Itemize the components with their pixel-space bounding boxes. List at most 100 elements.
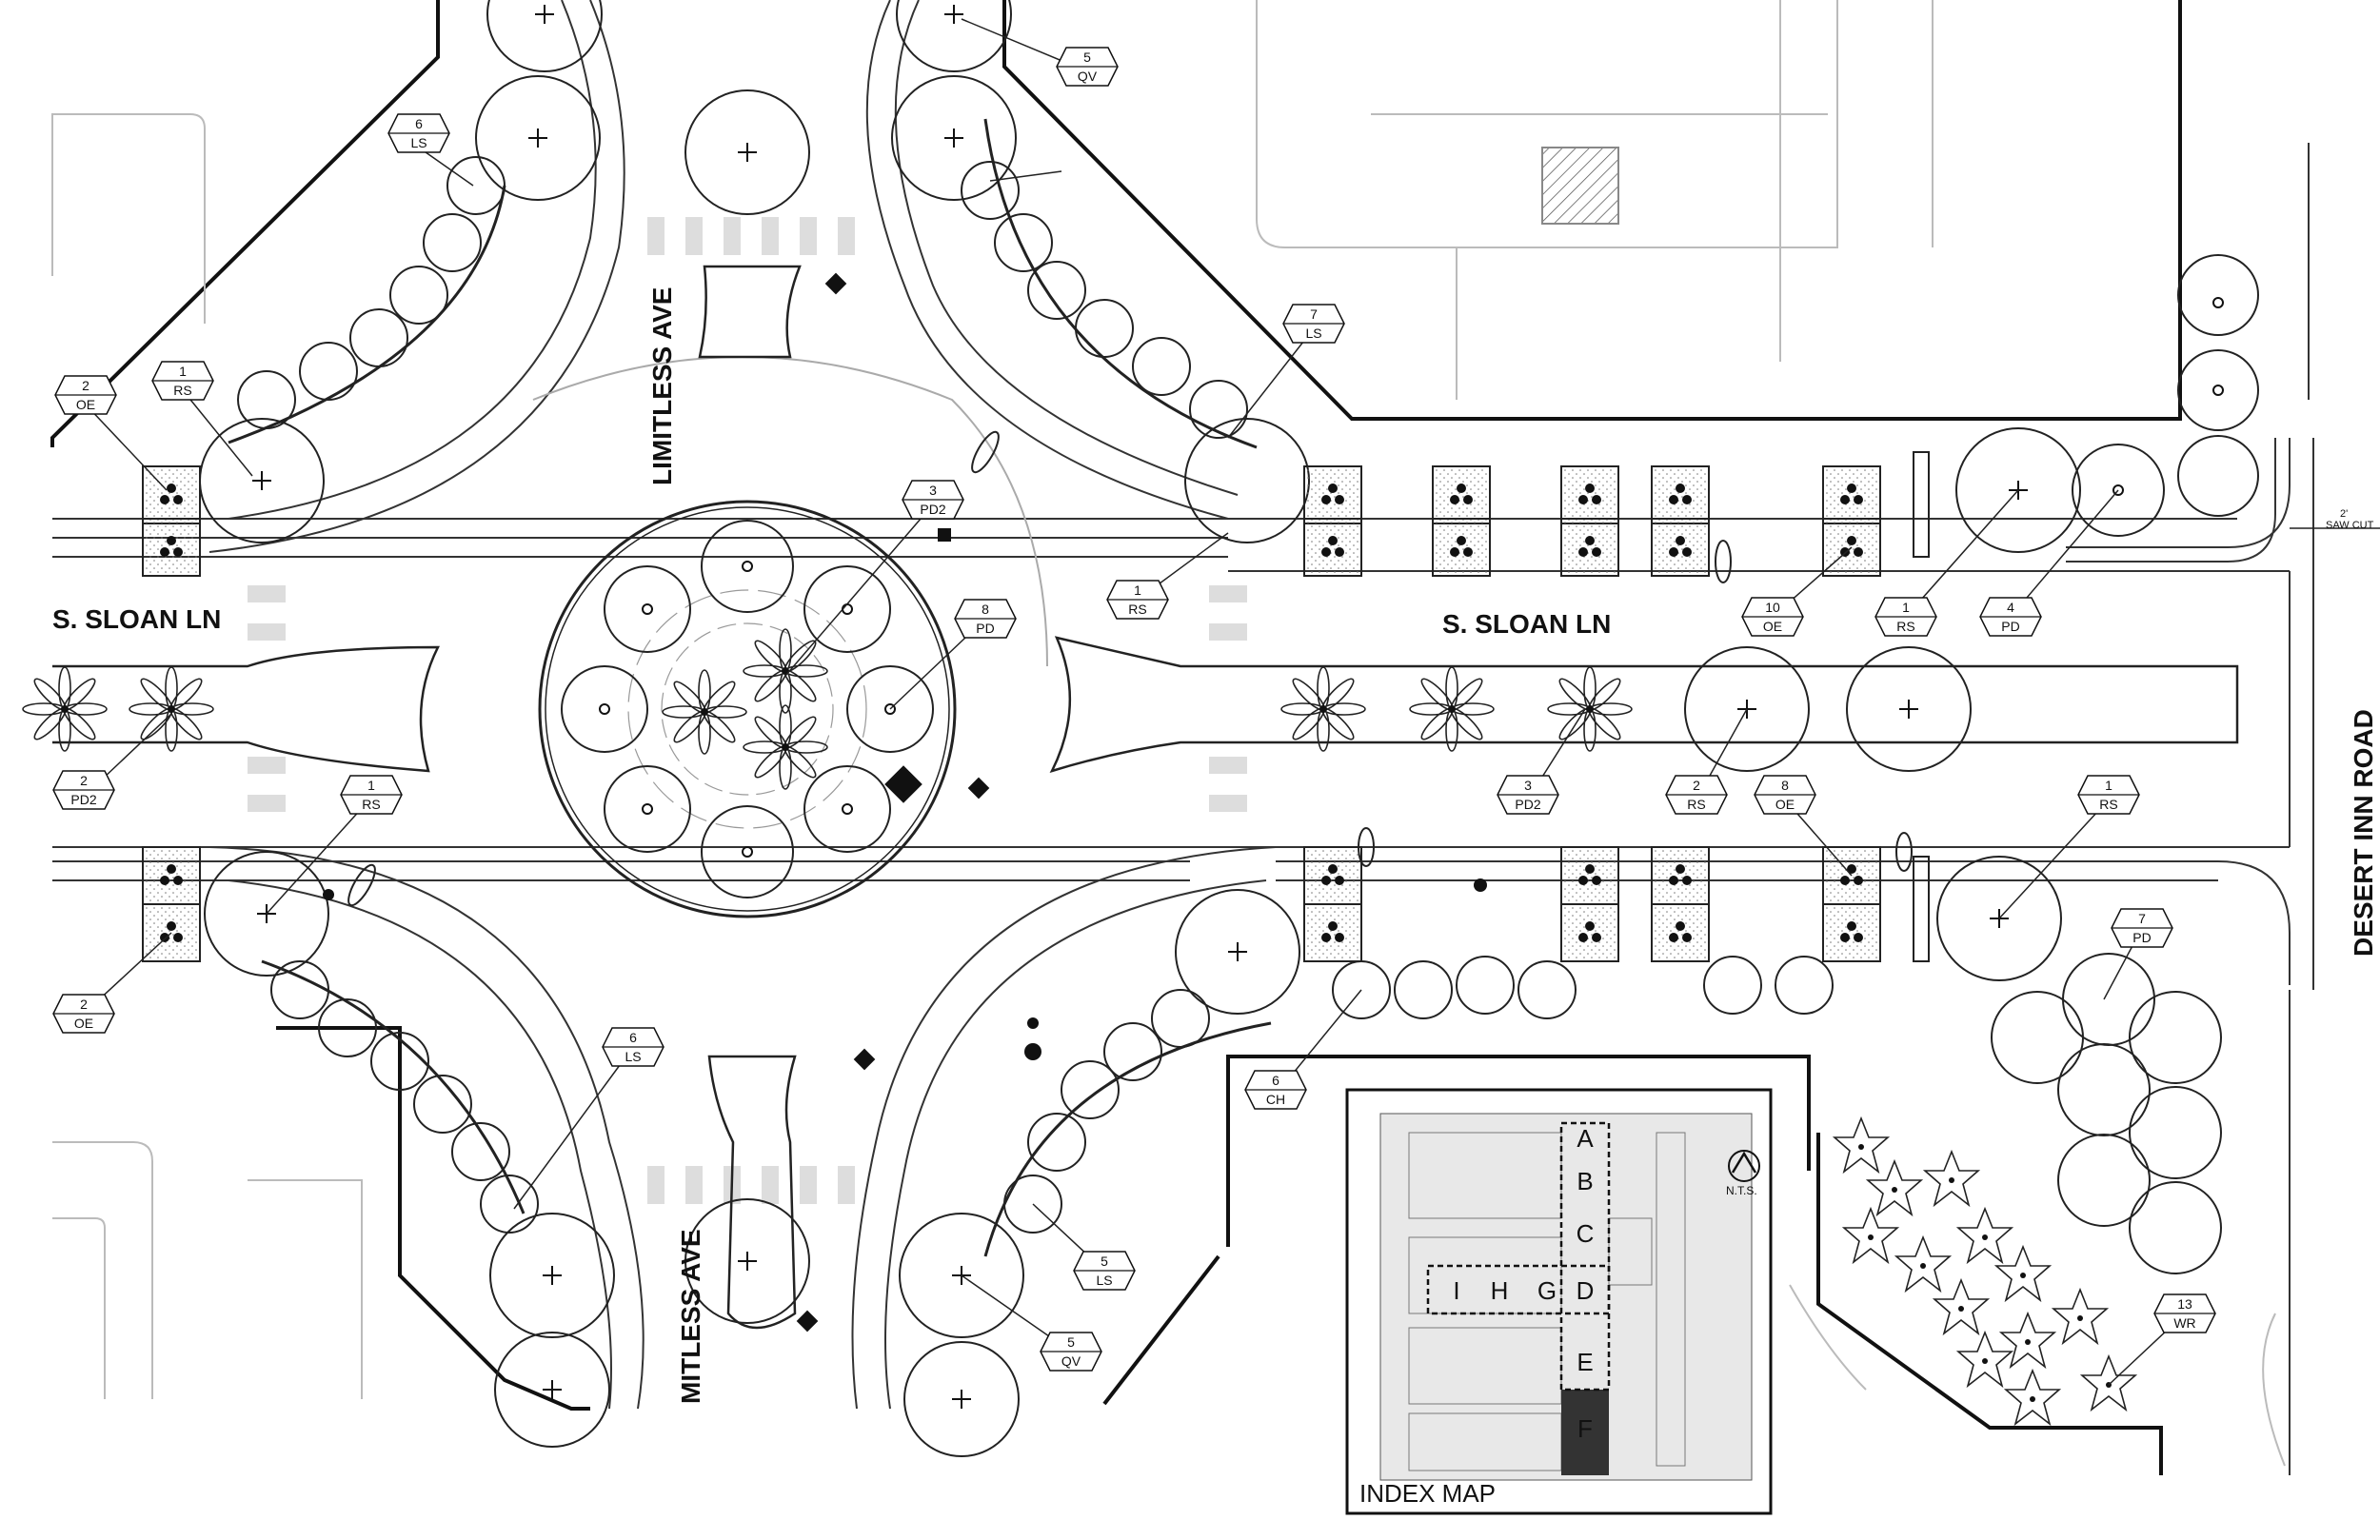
plant-callout: 5QV: [1040, 1332, 1102, 1372]
roundabout-tree-centers: [599, 297, 2224, 858]
callout-species-code: PD2: [70, 792, 96, 807]
plant-callout: 1RS: [151, 361, 214, 401]
index-map-section-label: C: [1577, 1219, 1595, 1248]
light-poles: [347, 430, 1930, 962]
callout-species-code: OE: [1763, 619, 1782, 634]
parcel-outlines: [50, 0, 2182, 1475]
callout-species-code: LS: [625, 1049, 641, 1064]
crosswalks: [248, 217, 1247, 1204]
saw-cut-note: 2' SAW CUT: [2290, 508, 2380, 531]
shrub-arc-circles: [237, 156, 2222, 1274]
site-symbols: [323, 272, 1487, 1333]
callout-quantity: 6: [1272, 1073, 1279, 1088]
callout-species-code: CH: [1266, 1092, 1285, 1107]
callout-species-code: PD: [2001, 619, 2019, 634]
callout-species-code: LS: [1096, 1273, 1112, 1288]
callout-species-code: RS: [1896, 619, 1914, 634]
index-map-scale: N.T.S.: [1726, 1184, 1757, 1197]
street-label-limitless-south: MITLESS AVE: [676, 1229, 705, 1404]
plant-callout: 6LS: [602, 1027, 664, 1067]
plant-callout: 1RS: [340, 775, 403, 815]
callout-quantity: 10: [1765, 600, 1780, 615]
plant-callout: 5LS: [1073, 1251, 1136, 1291]
callout-quantity: 3: [1524, 778, 1532, 793]
callout-species-code: PD2: [920, 502, 945, 517]
street-label-limitless-north: LIMITLESS AVE: [647, 287, 677, 485]
splitter-islands: [52, 265, 2239, 1330]
callout-species-code: OE: [1775, 797, 1795, 812]
callout-quantity: 5: [1083, 49, 1091, 65]
callout-quantity: 5: [1101, 1254, 1108, 1269]
callout-species-code: RS: [2099, 797, 2117, 812]
roundabout-outer-ring: [532, 356, 1048, 667]
plant-callout: 1RS: [1106, 580, 1169, 620]
tree-center-marks: [252, 5, 2028, 1409]
irrigation-lines: [228, 118, 1272, 1257]
callout-quantity: 13: [2177, 1296, 2192, 1312]
index-map-section-label: H: [1491, 1276, 1509, 1305]
plant-callout: 7PD: [2111, 908, 2173, 948]
callout-quantity: 5: [1067, 1334, 1075, 1350]
callout-species-code: LS: [410, 135, 426, 150]
callout-species-code: QV: [1061, 1353, 1081, 1369]
roundabout: [538, 500, 957, 918]
callout-species-code: LS: [1305, 326, 1321, 341]
plant-callout: 2OE: [54, 375, 117, 415]
svg-text:SAW CUT: SAW CUT: [2326, 520, 2374, 531]
plant-callout: 8PD: [954, 599, 1017, 639]
index-map-section-label: I: [1453, 1276, 1459, 1305]
north-arrow-icon: [1728, 1150, 1760, 1182]
callout-quantity: 2: [80, 773, 88, 788]
index-map-section-label: D: [1577, 1276, 1595, 1305]
parking-lines: [51, 0, 2286, 1467]
callout-quantity: 7: [1310, 306, 1318, 322]
index-map-section-label: G: [1537, 1276, 1557, 1305]
index-map-section-label: E: [1577, 1348, 1593, 1376]
plant-callout: 6LS: [387, 113, 450, 153]
svg-text:2': 2': [2340, 508, 2348, 520]
callout-quantity: 1: [179, 364, 187, 379]
callout-quantity: 8: [1781, 778, 1789, 793]
callout-species-code: OE: [74, 1016, 93, 1031]
callout-species-code: PD2: [1515, 797, 1540, 812]
callout-quantity: 1: [367, 778, 375, 793]
plant-callout: 2OE: [52, 994, 115, 1034]
plant-callout: 1RS: [1874, 597, 1937, 637]
plant-callout: 4PD: [1979, 597, 2042, 637]
callout-species-code: RS: [1128, 602, 1146, 617]
callout-species-code: OE: [76, 397, 95, 412]
plant-callout: 8OE: [1754, 775, 1816, 815]
street-label-desert-inn: DESERT INN ROAD: [2349, 709, 2378, 957]
callout-species-code: RS: [173, 383, 191, 398]
callout-species-code: RS: [362, 797, 380, 812]
flowering-shrubs: [1834, 1117, 2136, 1425]
index-map-section-label: A: [1577, 1124, 1594, 1153]
roadway: [52, 0, 2314, 1475]
callout-quantity: 1: [1134, 582, 1141, 598]
callout-quantity: 1: [1902, 600, 1910, 615]
callout-quantity: 3: [929, 483, 937, 498]
index-map-section-label: B: [1577, 1167, 1593, 1195]
plant-callout: 5QV: [1056, 47, 1119, 87]
roundabout-trees: [561, 520, 934, 898]
callout-quantity: 2: [80, 997, 88, 1012]
callout-quantity: 1: [2105, 778, 2112, 793]
callout-quantity: 6: [415, 116, 423, 131]
plant-callout: 7LS: [1282, 304, 1345, 344]
callout-species-code: QV: [1078, 69, 1098, 84]
plant-callout: 1RS: [2077, 775, 2140, 815]
callout-quantity: 8: [982, 602, 989, 617]
plant-callout: 6CH: [1244, 1070, 1307, 1110]
trees-large: [199, 0, 2259, 1457]
plant-callout: 2RS: [1665, 775, 1728, 815]
street-label-sloan-west: S. SLOAN LN: [52, 604, 221, 634]
callout-species-code: WR: [2173, 1315, 2195, 1331]
hatched-area: [1541, 147, 1619, 225]
callout-quantity: 2: [1693, 778, 1700, 793]
